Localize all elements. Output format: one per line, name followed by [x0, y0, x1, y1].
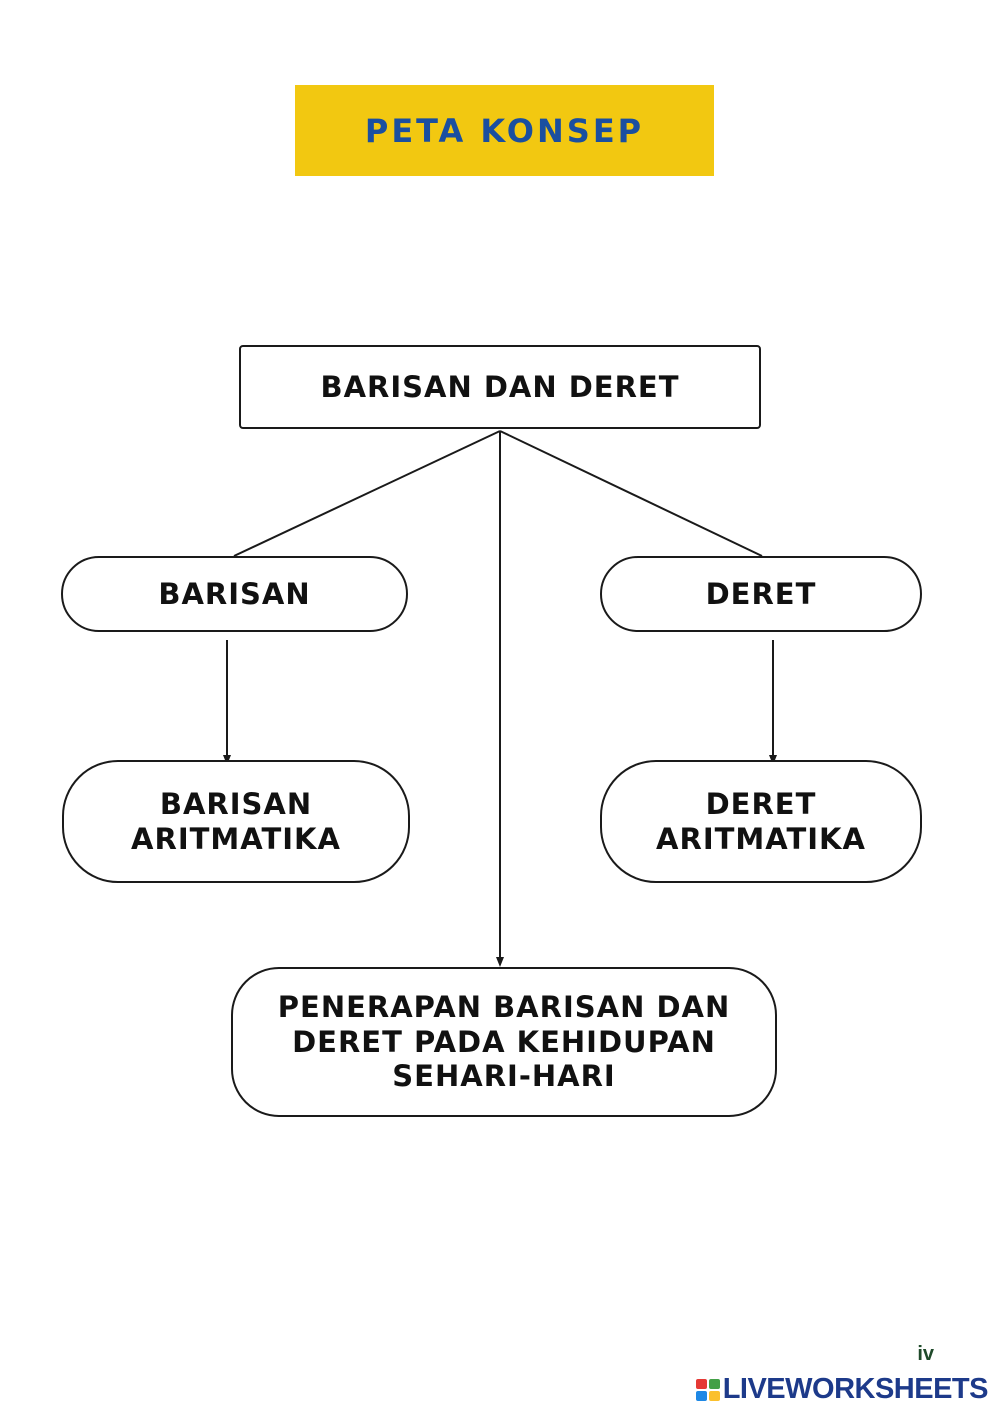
- title-banner: PETA KONSEP: [295, 85, 714, 176]
- node-deret-label: DERET: [705, 576, 817, 611]
- node-barisan-aritmatika-line-1: BARISAN: [159, 786, 313, 821]
- node-deret: DERET: [600, 556, 922, 632]
- connector-root-to-deret: [499, 430, 763, 557]
- node-deret-aritmatika-line-1: DERET: [705, 786, 817, 821]
- node-penerapan-line-3: SEHARI-HARI: [392, 1059, 616, 1094]
- node-barisan-label: BARISAN: [158, 576, 311, 611]
- node-deret-aritmatika: DERET ARITMATIKA: [600, 760, 922, 883]
- watermark-brand-text: LIVEWORKSHEETS: [722, 1373, 989, 1405]
- node-barisan: BARISAN: [61, 556, 408, 632]
- node-penerapan: PENERAPAN BARISAN DAN DERET PADA KEHIDUP…: [231, 967, 777, 1117]
- node-deret-aritmatika-line-2: ARITMATIKA: [656, 821, 866, 856]
- node-barisan-dan-deret: BARISAN DAN DERET: [239, 345, 761, 429]
- node-barisan-aritmatika-line-2: ARITMATIKA: [131, 821, 341, 856]
- page-title: PETA KONSEP: [364, 111, 645, 150]
- watermark-small-text: iv: [917, 1343, 934, 1365]
- node-penerapan-line-1: PENERAPAN BARISAN DAN: [277, 989, 731, 1024]
- node-barisan-dan-deret-label: BARISAN DAN DERET: [320, 369, 680, 404]
- liveworksheets-watermark[interactable]: LIVEWORKSHEETS: [695, 1373, 989, 1406]
- connector-root-to-barisan: [233, 430, 501, 557]
- node-barisan-aritmatika: BARISAN ARITMATIKA: [62, 760, 410, 883]
- node-penerapan-line-2: DERET PADA KEHIDUPAN: [292, 1024, 716, 1059]
- liveworksheets-logo-icon: [695, 1378, 720, 1401]
